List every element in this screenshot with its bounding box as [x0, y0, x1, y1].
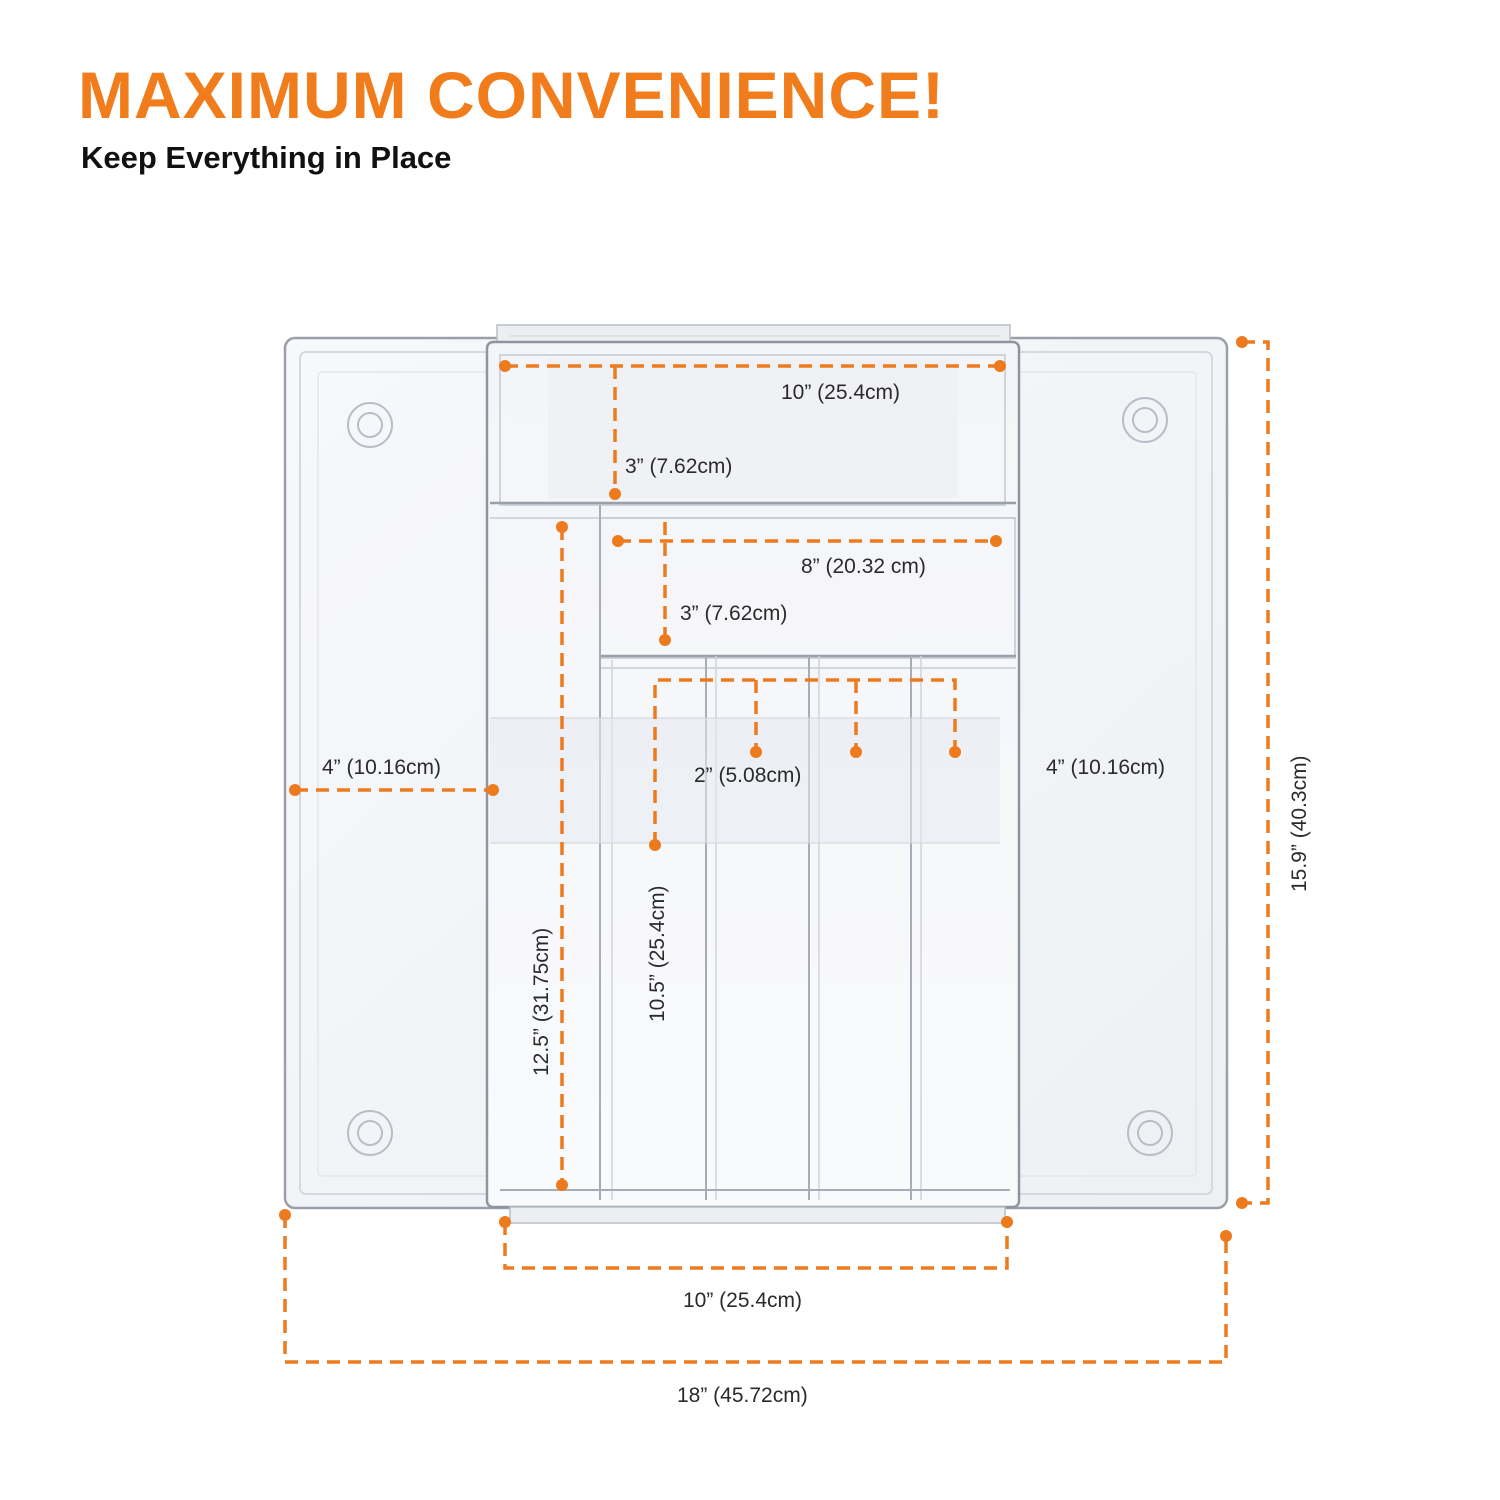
dim-overall-depth-line [1242, 340, 1270, 1205]
dim-slot-bracket-line [653, 678, 957, 845]
page-subtitle: Keep Everything in Place [81, 140, 452, 175]
foot-bottom-left-icon [347, 1110, 393, 1156]
label-left-wing-width: 4” (10.16cm) [322, 756, 441, 779]
label-bottom-closed-width: 10” (25.4cm) [683, 1289, 802, 1312]
label-right-wing-width: 4” (10.16cm) [1046, 756, 1165, 779]
dimension-dots [279, 336, 1248, 1242]
bottom-rail [509, 1206, 1006, 1224]
label-middle-compartment-width: 8” (20.32 cm) [801, 555, 926, 578]
label-side-slot-length: 12.5” (31.75cm) [530, 928, 553, 1076]
dim-bottom-closed-line [503, 1222, 1009, 1270]
foot-bottom-right-icon [1127, 1110, 1173, 1156]
label-top-compartment-width: 10” (25.4cm) [781, 381, 900, 404]
page-title: MAXIMUM CONVENIENCE! [78, 58, 946, 132]
label-long-slot-length: 10.5” (25.4cm) [646, 885, 669, 1022]
dim-overall-width-line [283, 1215, 1228, 1364]
label-top-compartment-depth: 3” (7.62cm) [625, 455, 732, 478]
label-overall-extended-width: 18” (45.72cm) [677, 1384, 808, 1407]
foot-top-left-icon [347, 402, 393, 448]
foot-top-right-icon [1122, 397, 1168, 443]
label-overall-depth: 15.9” (40.3cm) [1288, 755, 1311, 892]
inner-organizer [485, 340, 1021, 1209]
dimension-lines [283, 340, 1270, 1364]
label-middle-compartment-depth: 3” (7.62cm) [680, 602, 787, 625]
label-slot-width: 2” (5.08cm) [694, 764, 801, 787]
